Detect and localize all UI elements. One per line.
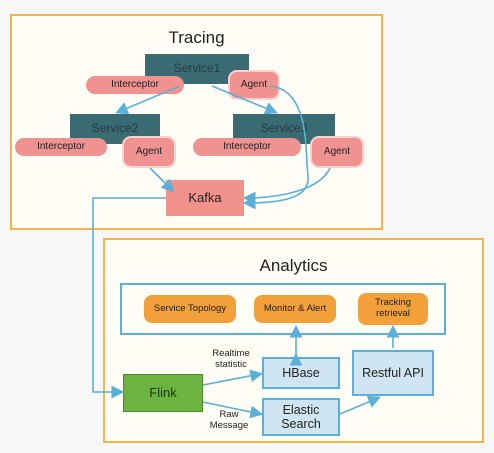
tracking-retrieval-node: Tracking retrieval	[358, 293, 428, 325]
agent-service3: Agent	[310, 136, 364, 168]
agent-service2: Agent	[122, 136, 176, 168]
interceptor-service2: Interceptor	[15, 138, 107, 156]
kafka-node: Kafka	[166, 180, 244, 216]
restful-api-node: Restful API	[352, 350, 434, 396]
tracing-title: Tracing	[168, 28, 225, 47]
monitor-alert-node: Monitor & Alert	[254, 295, 336, 323]
flink-node: Flink	[123, 374, 203, 412]
hbase-node: HBase	[262, 357, 340, 389]
agent-service1: Agent	[228, 70, 280, 100]
service-topology-node: Service Topology	[144, 295, 236, 323]
interceptor-service3: Interceptor	[193, 138, 301, 156]
raw-message-label: Raw Message	[209, 409, 249, 431]
elastic-search-node: Elastic Search	[262, 398, 340, 436]
analytics-title: Analytics	[259, 256, 328, 275]
realtime-statistic-label: Realtime statistic	[212, 348, 250, 370]
interceptor-service1: Interceptor	[86, 76, 184, 94]
